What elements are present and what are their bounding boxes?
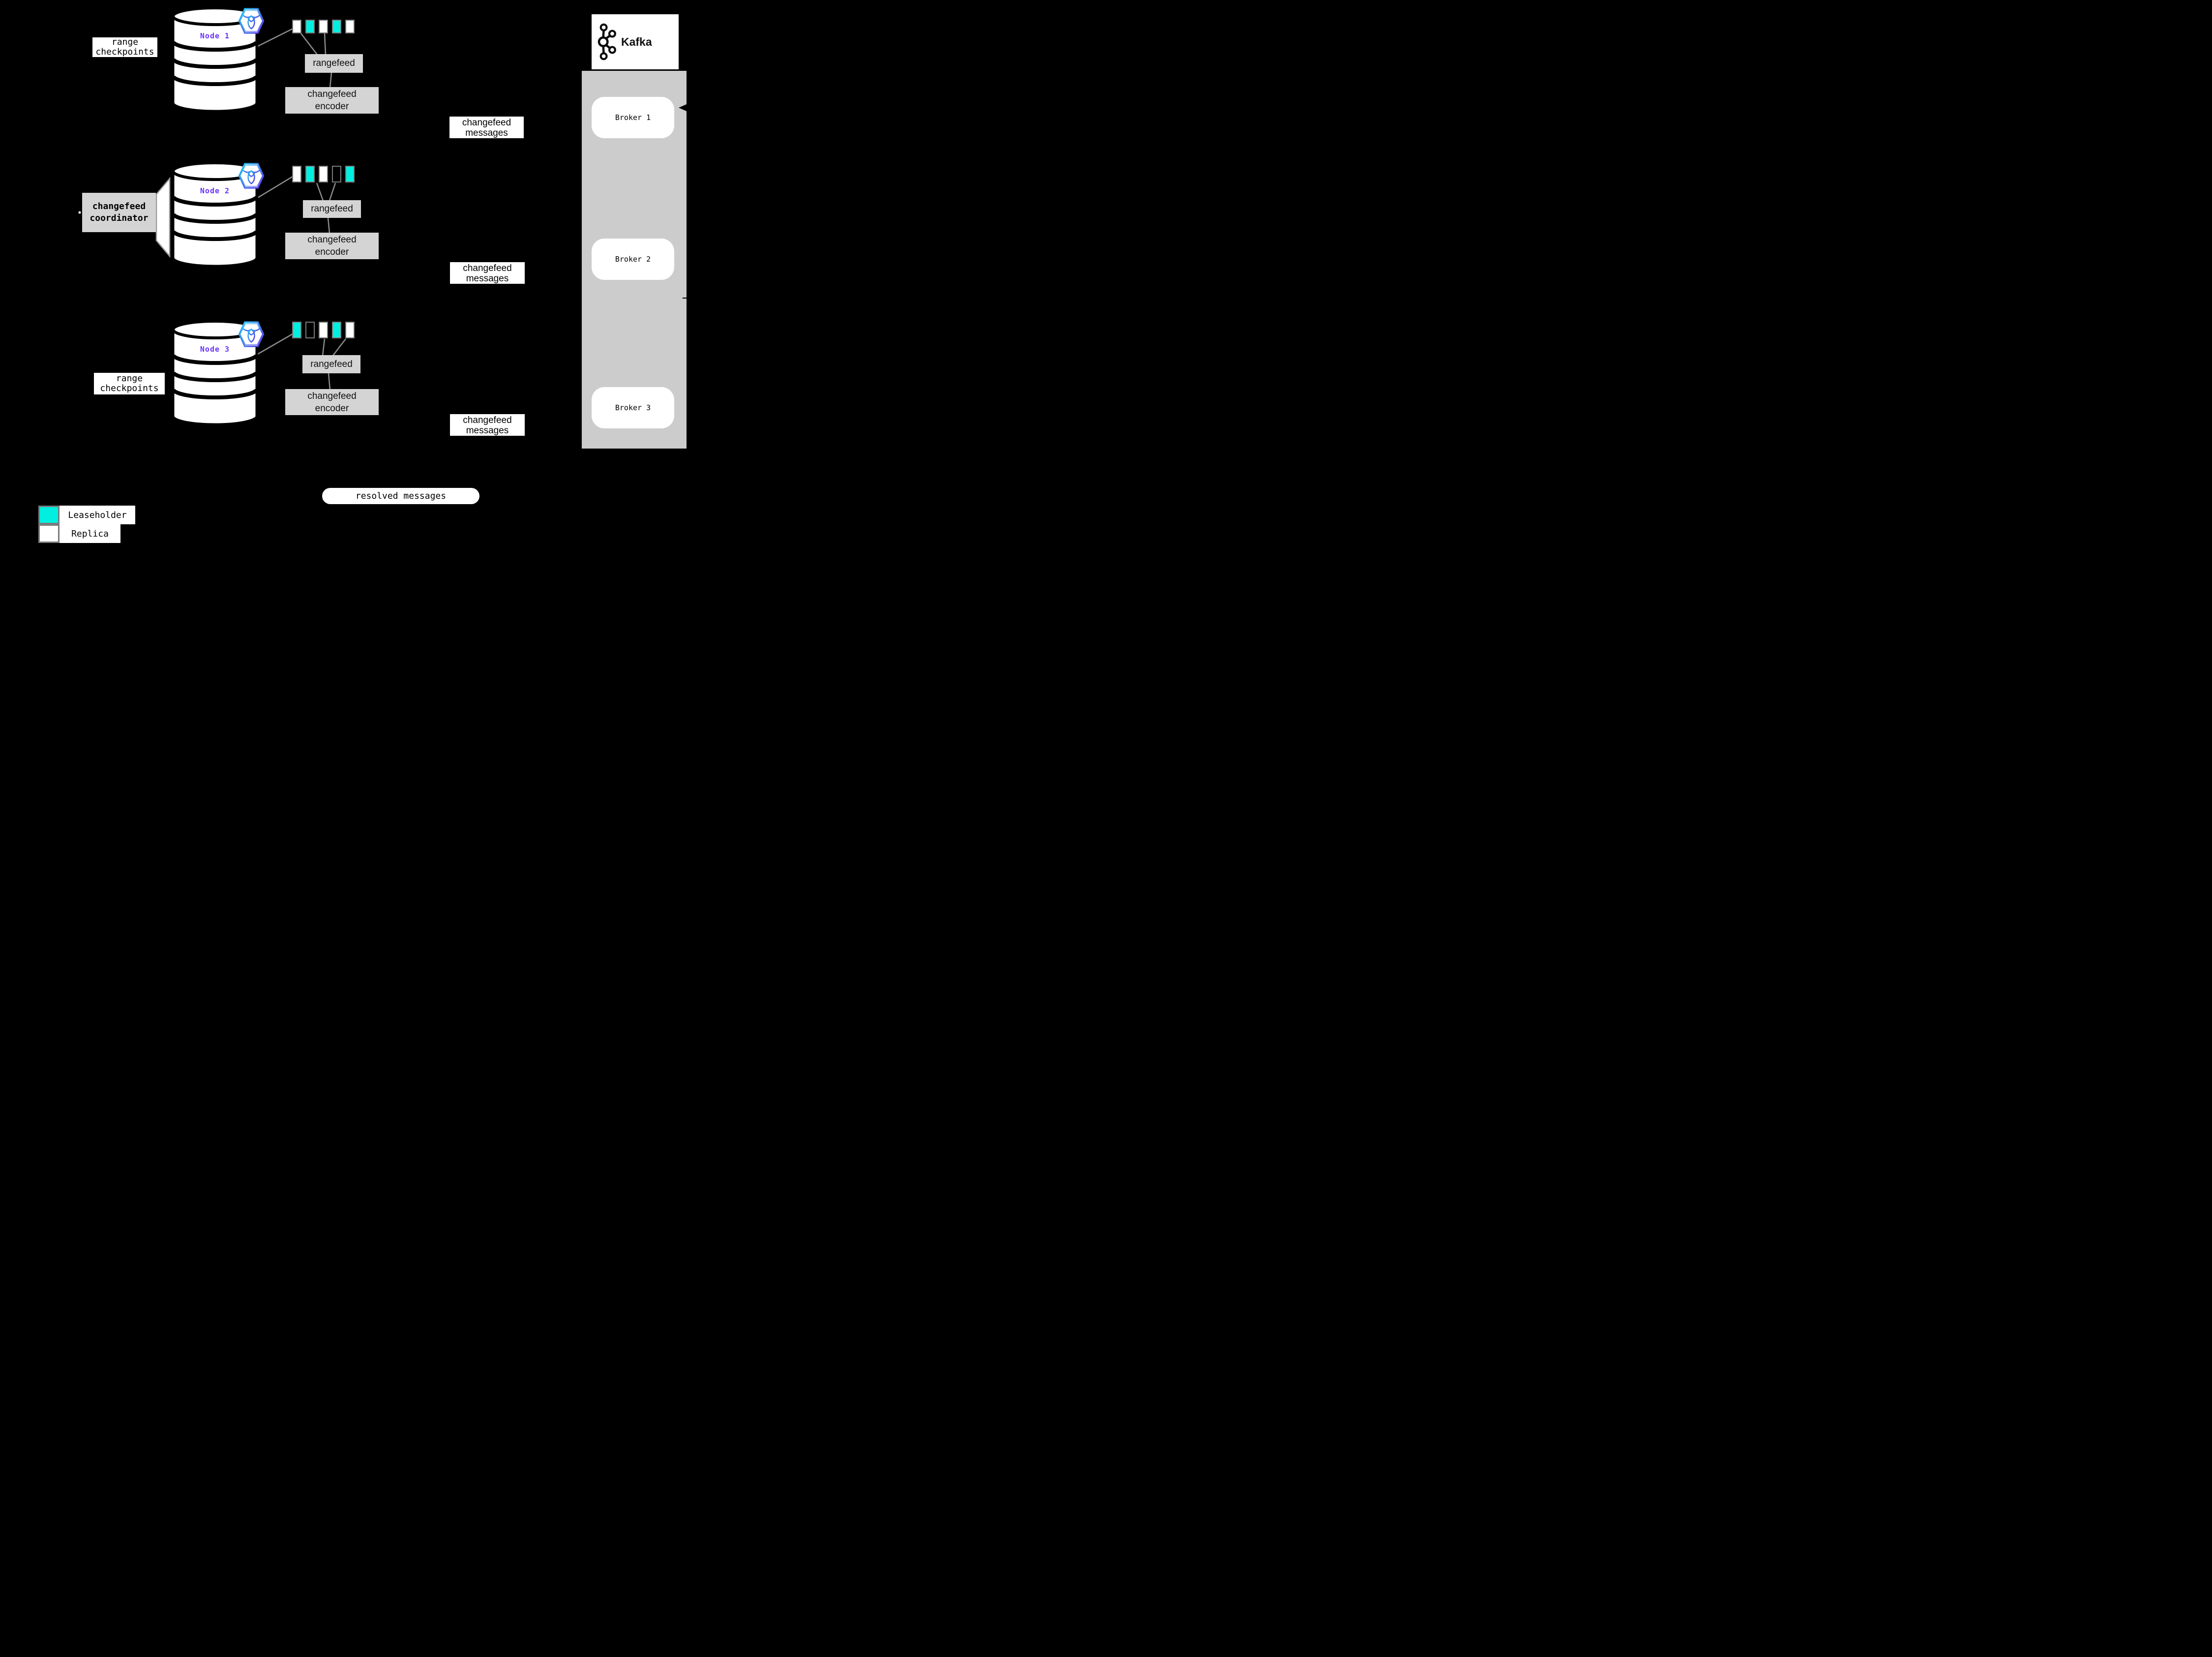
range-square-leaseholder xyxy=(332,322,341,338)
label-line2: messages xyxy=(465,128,508,138)
coordinator-dot xyxy=(78,211,81,214)
resolved-messages-label: resolved messages xyxy=(322,488,479,504)
node3-label: Node 3 xyxy=(200,345,230,354)
arrowhead-broker1 xyxy=(679,104,687,111)
node1-label: Node 1 xyxy=(200,31,230,40)
node2-rangefeed-box: rangefeed xyxy=(303,200,361,218)
broker-label: Broker 2 xyxy=(615,255,651,264)
line-range2-to-rangefeed xyxy=(316,182,324,201)
encoder-line2: encoder xyxy=(315,101,349,112)
range-checkpoints-label-top: range checkpoints xyxy=(92,37,157,57)
range-square-leaseholder xyxy=(305,166,315,182)
encoder-line1: changefeed xyxy=(307,89,357,99)
database-cylinder-icon xyxy=(171,161,259,268)
encoder-line1: changefeed xyxy=(307,235,357,245)
label-line1: changefeed xyxy=(463,415,512,425)
line-rangefeed2-to-encoder xyxy=(327,217,330,234)
rangefeed-label: rangefeed xyxy=(313,58,355,68)
label-line1: changefeed xyxy=(463,263,512,273)
label-line2: coordinator xyxy=(90,213,149,223)
label-text: resolved messages xyxy=(355,491,447,501)
node1-cylinder: Node 1 xyxy=(171,6,259,113)
line-rangefeed1-to-encoder xyxy=(329,72,332,88)
node2-range-row xyxy=(292,166,355,182)
rangefeed-label: rangefeed xyxy=(310,359,353,369)
label-line2: messages xyxy=(466,273,509,284)
range-square-replica xyxy=(319,166,328,182)
node3-encoder-box: changefeed encoder xyxy=(285,389,379,415)
diagram-canvas: Node 1 Node 2 Node 3 xyxy=(0,0,737,552)
legend-replica-swatch xyxy=(38,524,60,543)
range-checkpoints-label-bottom: range checkpoints xyxy=(94,373,165,394)
line-node2-to-range xyxy=(257,176,293,199)
label-text: Replica xyxy=(71,528,109,539)
label-line1: range xyxy=(111,37,139,47)
range-square-leaseholder xyxy=(292,322,301,338)
range-square-leaseholder xyxy=(305,20,315,33)
kafka-title: Kafka xyxy=(621,35,652,48)
legend-leaseholder-swatch xyxy=(38,506,60,524)
line-range1-to-rangefeed xyxy=(300,33,318,55)
range-square-leaseholder xyxy=(332,20,341,33)
broker-3: Broker 3 xyxy=(592,387,674,428)
cockroachdb-icon xyxy=(236,163,267,191)
label-line2: checkpoints xyxy=(95,47,154,57)
range-square-empty xyxy=(332,166,341,182)
range-square-empty xyxy=(305,322,315,338)
node3-rangefeed-box: rangefeed xyxy=(302,355,360,373)
node1-range-row xyxy=(292,20,355,33)
node2-encoder-box: changefeed encoder xyxy=(285,233,379,259)
changefeed-messages-label-1: changefeed messages xyxy=(449,117,524,138)
range-square-replica xyxy=(345,322,355,338)
broker-label: Broker 1 xyxy=(615,113,651,122)
changefeed-messages-label-3: changefeed messages xyxy=(450,414,525,436)
label-line1: range xyxy=(116,373,143,384)
changefeed-messages-label-2: changefeed messages xyxy=(450,262,525,284)
line-rangefeed3-to-encoder xyxy=(328,373,331,390)
label-text: Leaseholder xyxy=(68,510,127,520)
legend-replica-label: Replica xyxy=(60,524,120,543)
label-line1: changefeed xyxy=(92,201,146,211)
node3-range-row xyxy=(292,322,355,338)
cockroachdb-icon xyxy=(236,8,267,36)
line-range3b-to-rangefeed xyxy=(322,338,326,356)
line-range3-to-rangefeed xyxy=(324,33,327,55)
line-range4-to-rangefeed xyxy=(329,182,336,201)
coordinator-pointer-shape xyxy=(155,177,171,258)
broker-2: Broker 2 xyxy=(592,239,674,280)
range-square-replica xyxy=(319,20,328,33)
encoder-line1: changefeed xyxy=(307,391,357,401)
label-line2: messages xyxy=(466,425,509,436)
node3-cylinder: Node 3 xyxy=(171,320,259,426)
encoder-line2: encoder xyxy=(315,403,349,414)
range-square-replica xyxy=(319,322,328,338)
cockroachdb-icon xyxy=(236,321,267,349)
database-cylinder-icon xyxy=(171,6,259,113)
node2-cylinder: Node 2 xyxy=(171,161,259,268)
encoder-line2: encoder xyxy=(315,247,349,257)
label-line2: checkpoints xyxy=(100,383,159,393)
broker-label: Broker 3 xyxy=(615,403,651,412)
rangefeed-label: rangefeed xyxy=(311,204,353,214)
line-node1-to-range xyxy=(257,28,294,47)
legend-leaseholder-label: Leaseholder xyxy=(60,506,135,524)
range-square-replica xyxy=(292,20,301,33)
kafka-logo-box: Kafka xyxy=(592,14,679,69)
range-square-replica xyxy=(345,20,355,33)
changefeed-coordinator-label: changefeed coordinator xyxy=(82,193,156,232)
broker-1: Broker 1 xyxy=(592,97,674,138)
node1-rangefeed-box: rangefeed xyxy=(305,54,363,73)
database-cylinder-icon xyxy=(171,320,259,426)
connector-lines xyxy=(78,28,690,390)
node1-encoder-box: changefeed encoder xyxy=(285,87,379,114)
line-node3-to-range xyxy=(257,333,293,355)
node2-label: Node 2 xyxy=(200,186,230,195)
line-range5-to-rangefeed xyxy=(332,338,346,356)
range-square-leaseholder xyxy=(345,166,355,182)
range-square-replica xyxy=(292,166,301,182)
kafka-icon xyxy=(598,23,616,60)
label-line1: changefeed xyxy=(462,118,511,128)
